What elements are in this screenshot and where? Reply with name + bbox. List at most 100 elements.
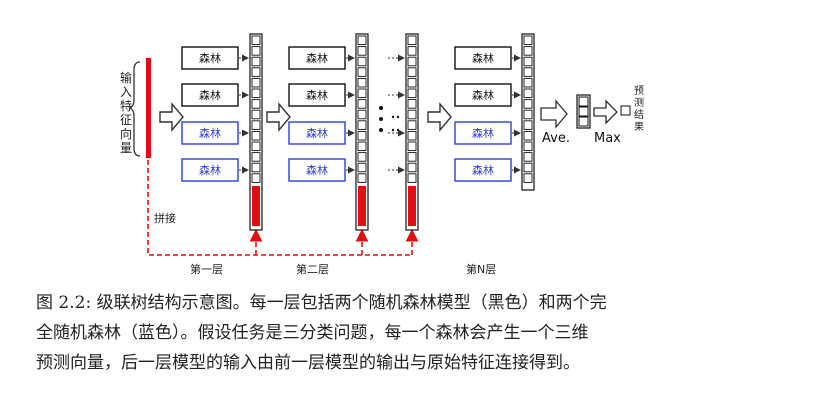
svg-text:果: 果 [634, 121, 644, 133]
class-vector-cell [407, 120, 417, 130]
class-vector-cell [251, 141, 261, 152]
svg-text:特: 特 [120, 98, 132, 113]
layer-2-label: 第二层 [296, 262, 329, 276]
layer-output-column [521, 33, 535, 191]
class-vector-cell [357, 120, 367, 130]
forest-label: 森林 [306, 88, 328, 102]
figure-caption: 图 2.2: 级联树结构示意图。每一层包括两个随机森林模型（黑色）和两个完 全随… [36, 288, 776, 378]
concatenated-feature-vector [408, 186, 416, 226]
random-forest-box [454, 83, 512, 107]
svg-text:输: 输 [120, 70, 132, 85]
caption-line: 预测向量，后一层模型的输入由前一层模型的输出与原始特征连接得到。 [36, 353, 580, 373]
svg-text:入: 入 [120, 85, 132, 99]
class-vector-cell [251, 88, 261, 99]
class-vector-cell [523, 141, 533, 152]
forest-label: 森林 [306, 163, 328, 177]
average-label: Ave. [542, 131, 570, 146]
forest-label: 森林 [199, 88, 221, 102]
class-vector-cell [523, 120, 533, 130]
forest-label: 森林 [306, 126, 328, 140]
layer-transition-arrows [159, 102, 452, 132]
concat-dashed-path [147, 160, 419, 256]
class-vector-cell [523, 88, 533, 99]
class-vector-cell [357, 162, 367, 173]
class-vector-cell [407, 56, 417, 67]
input-feature-label: 输 入 特 征 向 量 [120, 70, 132, 155]
class-vector-cell [407, 46, 417, 56]
class-vector-cell [251, 109, 261, 120]
ellipsis-dots [379, 106, 400, 132]
forest-label: 森林 [472, 88, 494, 102]
class-vector-cell [357, 109, 367, 120]
class-vector-cell [407, 99, 417, 109]
forest-label: 森林 [306, 51, 328, 65]
svg-text:结: 结 [634, 108, 644, 121]
class-vector-cell [407, 130, 417, 141]
class-vector-cell [357, 152, 367, 162]
class-vector-cell [407, 109, 417, 120]
to-max-arrow [593, 99, 618, 125]
class-vector-cell [407, 77, 417, 88]
class-vector-cell [523, 109, 533, 120]
completely-random-forest-box [288, 158, 346, 182]
forest-label: 森林 [472, 163, 494, 177]
class-vector-cell [357, 130, 367, 141]
class-vector-cell [251, 173, 261, 183]
class-vector-cell [523, 56, 533, 67]
class-vector-cell [251, 162, 261, 173]
svg-text:向: 向 [120, 126, 132, 141]
class-vector-cell [407, 173, 417, 183]
caption-line: 全随机森林（蓝色）。假设任务是三分类问题，每一个森林会产生一个三维 [36, 323, 589, 343]
concat-label: 拼接 [154, 211, 176, 225]
random-forest-box [181, 83, 239, 107]
class-vector-cell [523, 35, 533, 46]
class-vector-cell [523, 67, 533, 77]
random-forest-box [288, 46, 346, 70]
average-vector [576, 94, 591, 129]
class-vector-cell [357, 67, 367, 77]
class-vector-cell [251, 35, 261, 46]
svg-text:征: 征 [120, 113, 132, 127]
class-vector-cell [523, 130, 533, 141]
class-vector-cell [357, 46, 367, 56]
class-vector-cell [357, 77, 367, 88]
class-vector-cell [357, 56, 367, 67]
class-vector-cell [407, 152, 417, 162]
layer-n-label: 第N层 [466, 262, 496, 276]
max-label: Max [594, 131, 621, 146]
completely-random-forest-box [454, 121, 512, 145]
class-vector-cell [523, 152, 533, 162]
class-vector-cell [407, 67, 417, 77]
svg-text:量: 量 [120, 141, 132, 155]
class-vector-cell [523, 99, 533, 109]
class-vector-cell [251, 152, 261, 162]
class-vector-cell [407, 162, 417, 173]
forest-label: 森林 [472, 126, 494, 140]
class-vector-cell [523, 77, 533, 88]
prediction-result-label: 预 测 结 果 [634, 85, 644, 133]
completely-random-forest-box [181, 121, 239, 145]
class-vector-cell [251, 99, 261, 109]
random-forest-box [288, 83, 346, 107]
completely-random-forest-box [288, 121, 346, 145]
layer-output-column [249, 33, 263, 231]
class-vector-cell [251, 77, 261, 88]
class-vector-cell [357, 88, 367, 99]
class-vector-cell [407, 141, 417, 152]
completely-random-forest-box [454, 158, 512, 182]
class-vector-cell [357, 99, 367, 109]
class-vector-cell [251, 67, 261, 77]
class-vector-cell [251, 130, 261, 141]
class-vector-cell [523, 162, 533, 173]
class-vector-cell [251, 46, 261, 56]
input-feature-vector [146, 58, 151, 158]
class-vector-cell [251, 56, 261, 67]
caption-line: 图 2.2: 级联树结构示意图。每一层包括两个随机森林模型（黑色）和两个完 [36, 293, 607, 313]
completely-random-forest-box [181, 158, 239, 182]
class-vector-cell [523, 173, 533, 183]
svg-text:测: 测 [634, 96, 644, 109]
